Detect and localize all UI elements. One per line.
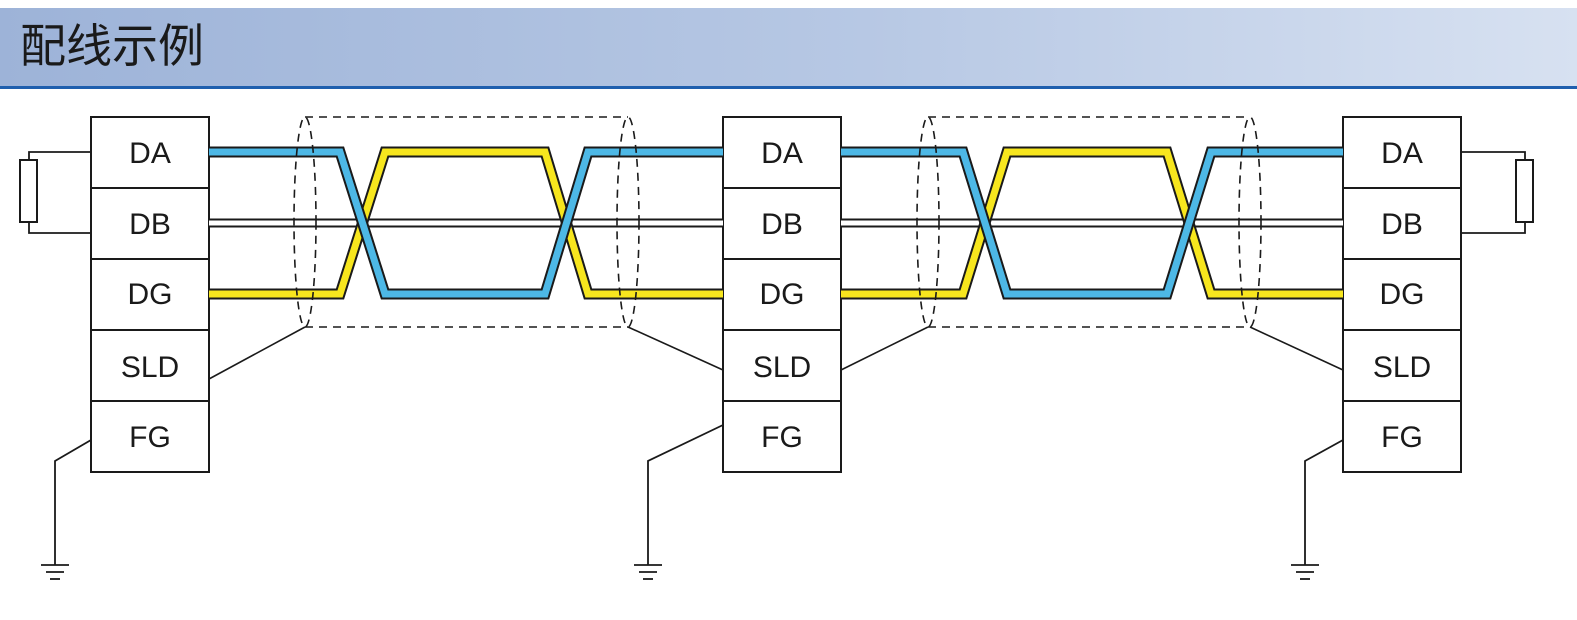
terminal-label-fg: FG <box>761 421 803 454</box>
resistor-icon <box>1461 151 1534 234</box>
terminal-label-db: DB <box>761 208 803 241</box>
terminal-label-da: DA <box>761 137 803 170</box>
cable-shield <box>293 116 640 328</box>
terminal-block-left: DA DB DG SLD FG <box>90 116 210 473</box>
terminal-label-sld: SLD <box>121 351 179 384</box>
terminal-label-da: DA <box>1381 137 1423 170</box>
terminal-label-db: DB <box>129 208 171 241</box>
terminal-label-db: DB <box>1381 208 1423 241</box>
page-title: 配线示例 <box>20 19 204 73</box>
terminal-label-da: DA <box>129 137 171 170</box>
terminal-label-dg: DG <box>1380 278 1425 311</box>
terminal-label-dg: DG <box>128 278 173 311</box>
wire-dg <box>841 146 1343 300</box>
terminal-label-dg: DG <box>760 278 805 311</box>
terminal-label-fg: FG <box>129 421 171 454</box>
ground-icon <box>41 439 92 580</box>
ground-icon <box>1291 439 1344 580</box>
resistor-icon <box>19 151 91 234</box>
terminal-label-sld: SLD <box>753 351 811 384</box>
cable-shield <box>916 116 1262 328</box>
terminal-label-fg: FG <box>1381 421 1423 454</box>
cable-1 <box>208 116 724 380</box>
terminal-block-middle: DA DB DG SLD FG <box>722 116 842 473</box>
ground-icon <box>634 424 724 580</box>
wire-da <box>841 146 1343 300</box>
wire-da <box>209 146 723 300</box>
terminal-block-right: DA DB DG SLD FG <box>1342 116 1462 473</box>
header-bar: 配线示例 <box>0 8 1577 89</box>
cable-2 <box>840 116 1344 371</box>
wire-dg <box>209 146 723 300</box>
terminal-label-sld: SLD <box>1373 351 1431 384</box>
